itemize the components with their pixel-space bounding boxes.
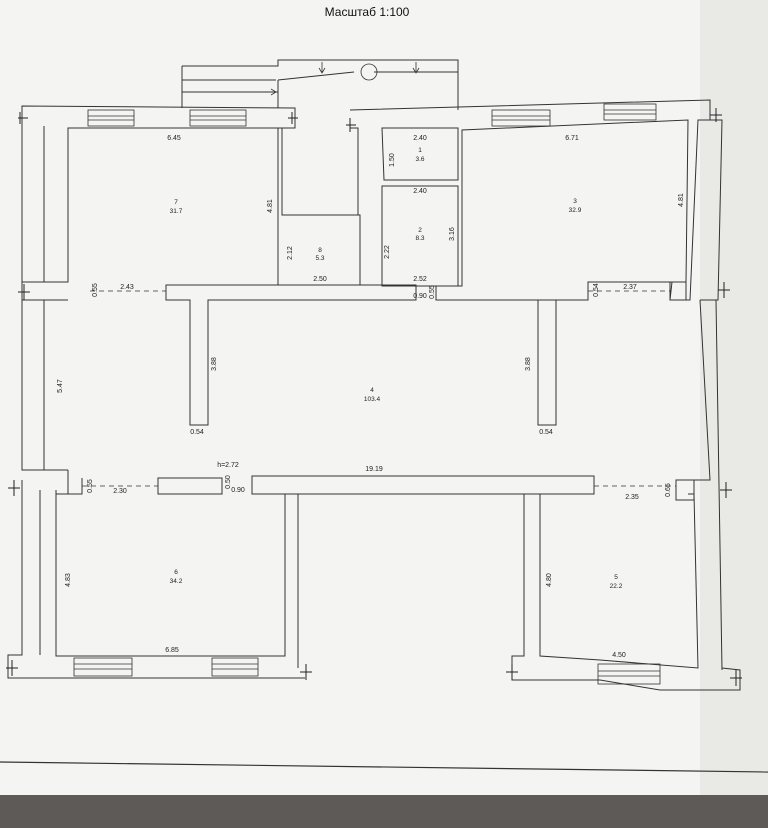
dim-lower-center-small: 0.50: [225, 475, 232, 489]
dim-lower-right-small: 0.65: [665, 483, 672, 497]
dim-lower-left-opening: 2.30: [113, 488, 127, 495]
dim-room6-width: 6.85: [165, 647, 179, 654]
dim-lower-center-opening: 0.90: [231, 487, 245, 494]
dim-hall-left-pillar-width: 0.54: [190, 429, 204, 436]
dim-room1-height: 1.50: [389, 153, 396, 167]
dim-room2-width: 2.40: [413, 188, 427, 195]
vestibule-column: [360, 63, 378, 81]
scale-title: Масштаб 1:100: [325, 5, 410, 19]
center-room: [298, 493, 741, 691]
room-5-number: 5: [614, 574, 618, 581]
room-4-number: 4: [370, 387, 374, 394]
room8-walls: [277, 128, 361, 286]
wall-right-outer: [715, 299, 723, 671]
window-6: [211, 657, 259, 677]
arrow-down-icon: [318, 62, 326, 74]
hall-bottom-wall: [251, 475, 595, 495]
paper-right-fold: [700, 0, 768, 800]
dim-ceiling-height: h=2.72: [217, 462, 239, 469]
dim-room3-height: 4.81: [678, 193, 685, 207]
dim-room5-height: 4.80: [546, 573, 553, 587]
hall-bottom-left: [56, 470, 83, 495]
dim-center-opening: 0.90: [413, 293, 427, 300]
room-7-area: 31.7: [170, 208, 183, 215]
room-1-number: 1: [418, 147, 422, 154]
dim-hall-right-pillar-width: 0.54: [539, 429, 553, 436]
wall-left-upper: [21, 282, 68, 471]
dim-top-left-width: 6.45: [167, 135, 181, 142]
hall-top-right-wall: [436, 299, 557, 426]
room-labels: 1 3.6 2 8.3 3 32.9 4 103.4 5 22.2 6 34.2…: [170, 147, 623, 590]
dim-room5-width: 4.50: [612, 652, 626, 659]
walls: [7, 59, 741, 691]
hall-bottom-stub: [157, 477, 223, 495]
dim-top-right-width: 6.71: [565, 135, 579, 142]
room-3-number: 3: [573, 198, 577, 205]
dim-room1-width: 2.40: [413, 135, 427, 142]
dim-room2-bottom: 2.52: [413, 276, 427, 283]
room-2-number: 2: [418, 227, 422, 234]
room-6-area: 34.2: [170, 578, 183, 585]
axis-ticks: [6, 108, 742, 686]
sheet-border-bottom: [0, 761, 768, 773]
table-bottom: [0, 795, 768, 828]
window-5: [73, 657, 133, 677]
entry-arrows: [262, 62, 420, 96]
dimension-labels: 6.45 6.71 2.40 1.50 2.40 2.22 3.16 2.52 …: [57, 135, 685, 659]
arrow-right-icon: [262, 88, 277, 96]
windows: [73, 63, 661, 685]
paper: [0, 0, 768, 800]
dim-hall-width: 19.19: [365, 466, 383, 473]
window-2: [189, 109, 247, 127]
dim-room6-height: 4.83: [65, 573, 72, 587]
room6-walls: [55, 490, 286, 657]
dim-left-opening-small: 0.55: [92, 283, 99, 297]
dim-left-opening: 2.43: [120, 284, 134, 291]
room-5-area: 22.2: [610, 583, 623, 590]
corridor-wall: [350, 127, 359, 215]
room-6-number: 6: [174, 569, 178, 576]
dim-room8-height: 2.12: [287, 246, 294, 260]
dim-hall-right-pillar: 3.88: [525, 357, 532, 371]
dim-room2-side: 3.16: [449, 227, 456, 241]
dim-lower-right-opening: 2.35: [625, 494, 639, 501]
window-4: [603, 103, 657, 121]
dim-room2-height: 2.22: [384, 245, 391, 259]
vestibule-walls: [181, 59, 459, 110]
room-8-number: 8: [318, 247, 322, 254]
room1-walls: [381, 127, 459, 181]
dim-center-opening-small: 0.55: [429, 285, 436, 299]
dim-lower-left-small: 0.55: [87, 479, 94, 493]
room-8-area: 5.3: [315, 255, 324, 262]
window-7: [597, 663, 661, 685]
dim-room7-height: 4.81: [267, 199, 274, 213]
wall-left-lower: [7, 480, 305, 679]
room-1-area: 3.6: [415, 156, 424, 163]
hall-bottom-right-jamb: [675, 479, 695, 501]
dim-room8-width: 2.50: [313, 276, 327, 283]
dim-right-opening-small: 0.54: [593, 283, 600, 297]
room-7-number: 7: [174, 199, 178, 206]
hall-top-left-wall: [165, 284, 417, 426]
dim-right-opening: 2.37: [623, 284, 637, 291]
dim-hall-left-height: 5.47: [57, 379, 64, 393]
room-2-area: 8.3: [415, 235, 424, 242]
room-3-area: 32.9: [569, 207, 582, 214]
room2-walls: [381, 185, 459, 287]
wall-right-mid: [688, 299, 711, 481]
hall-top-right-jamb: [669, 281, 687, 301]
window-1: [87, 109, 135, 127]
arrow-down-icon: [412, 62, 420, 74]
room-4-area: 103.4: [364, 396, 381, 403]
window-3: [491, 109, 551, 127]
dim-hall-left-pillar: 3.88: [211, 357, 218, 371]
openings: [82, 290, 676, 487]
